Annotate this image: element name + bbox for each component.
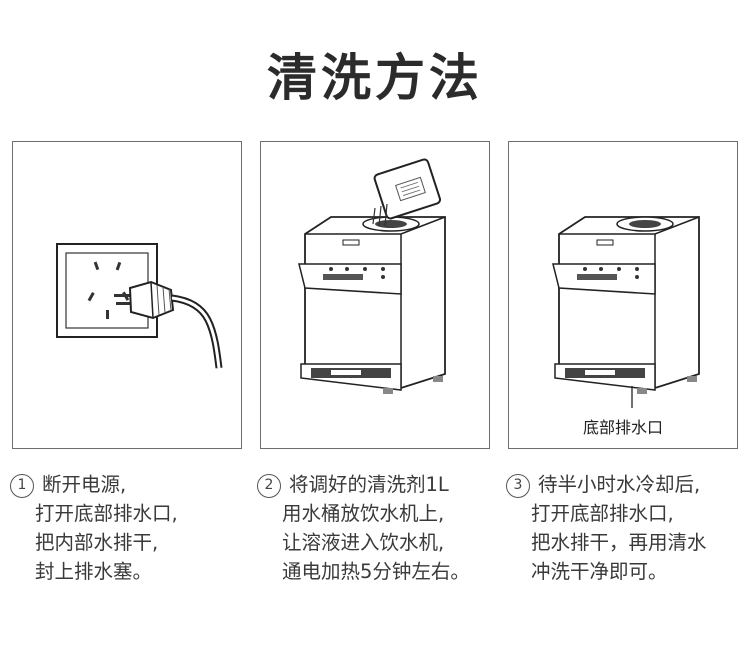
- step-1-line-3: 把内部水排干,: [35, 531, 159, 554]
- panel-unplug: [12, 141, 242, 449]
- step-3-line-2: 打开底部排水口,: [531, 502, 674, 525]
- step-1-line-2: 打开底部排水口,: [35, 502, 178, 525]
- panel-drain: 底部排水口: [508, 141, 738, 449]
- step-number-2: 2: [257, 474, 281, 498]
- drain-illustration: [552, 216, 700, 408]
- page-title: 清洗方法: [267, 49, 483, 107]
- step-3: 3 待半小时水冷却后, 打开底部排水口, 把水排干，再用清水 冲洗干净即可。: [506, 470, 746, 586]
- step-1-line-4: 封上排水塞。: [35, 560, 153, 583]
- drain-outlet-label: 底部排水口: [582, 418, 663, 437]
- step-1: 1 断开电源, 打开底部排水口, 把内部水排干, 封上排水塞。: [10, 470, 250, 586]
- step-2-line-3: 让溶液进入饮水机,: [282, 531, 445, 554]
- step-number-3: 3: [506, 474, 530, 498]
- step-2: 2 将调好的清洗剂1L 用水桶放饮水机上, 让溶液进入饮水机, 通电加热5分钟左右…: [257, 470, 497, 586]
- step-2-line-4: 通电加热5分钟左右。: [282, 560, 470, 583]
- step-1-line-1: 断开电源,: [42, 473, 127, 496]
- step-2-line-1: 将调好的清洗剂1L: [289, 473, 449, 496]
- step-3-line-1: 待半小时水冷却后,: [538, 473, 701, 496]
- pour-cleaner-illustration: [298, 158, 446, 394]
- step-number-1: 1: [10, 474, 34, 498]
- step-2-line-2: 用水桶放饮水机上,: [282, 502, 445, 525]
- step-3-line-3: 把水排干，再用清水: [531, 531, 707, 554]
- step-3-line-4: 冲洗干净即可。: [531, 560, 668, 583]
- panel-pour-cleaner: [260, 141, 490, 449]
- unplug-illustration: [56, 243, 223, 369]
